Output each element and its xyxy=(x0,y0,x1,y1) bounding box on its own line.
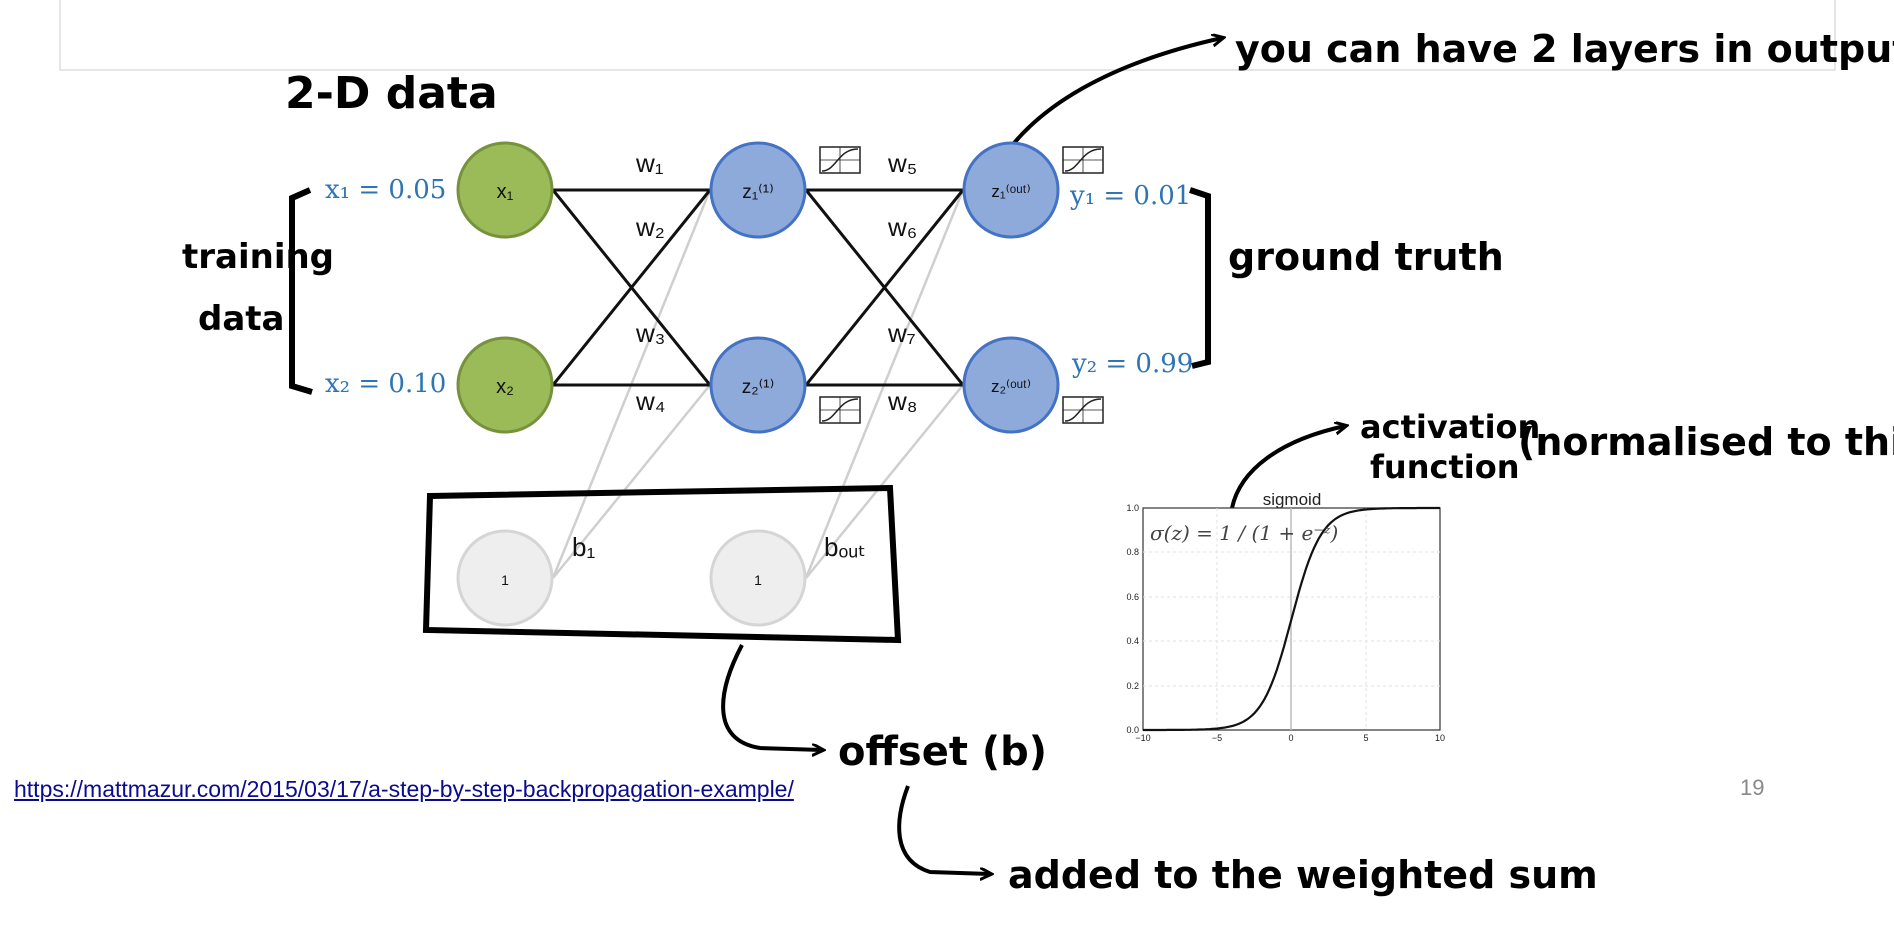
node-o1-label: z₁⁽ᵒᵘᵗ⁾ xyxy=(991,182,1030,201)
annotation-training-line1: training xyxy=(182,237,334,277)
node-o2: z₂⁽ᵒᵘᵗ⁾ xyxy=(962,336,1060,434)
sigmoid-plot: sigmoid σ(z) = 1 / (1 + e⁻ᶻ) 0.0 0.2 0.4… xyxy=(1126,490,1445,743)
annotation-offset: offset (b) xyxy=(838,729,1047,775)
arrow-two-layers xyxy=(1008,38,1222,150)
bias-node-1: 1 xyxy=(456,529,554,627)
bias-label-bout: bₒᵤₜ xyxy=(824,532,866,562)
x-tick-0: −10 xyxy=(1135,733,1150,743)
annotation-activation-line1: activation xyxy=(1360,408,1540,446)
node-x1-label: x₁ xyxy=(497,181,514,203)
bias-box xyxy=(422,484,902,644)
annotation-activation-line2: function xyxy=(1370,448,1519,486)
weight-w1: w₁ xyxy=(635,148,664,178)
y-tick-0: 0.0 xyxy=(1126,725,1139,735)
x2-value: x₂ = 0.10 xyxy=(325,369,446,399)
bias-node-1-label: 1 xyxy=(501,572,509,588)
arrow-activation xyxy=(1230,426,1345,509)
y-tick-3: 0.6 xyxy=(1126,592,1139,602)
node-h1: z₁⁽¹⁾ xyxy=(709,141,807,239)
y1-value: y₁ = 0.01 xyxy=(1069,181,1191,211)
sigmoid-title: sigmoid xyxy=(1263,490,1322,509)
weight-w2: w₂ xyxy=(635,212,665,242)
bias-label-b1: b₁ xyxy=(572,532,595,562)
weight-edges xyxy=(551,188,965,387)
x-tick-3: 5 xyxy=(1363,733,1368,743)
sigmoid-curve xyxy=(1143,506,1440,732)
bias-node-2: 1 xyxy=(709,529,807,627)
top-content-box xyxy=(59,0,1836,71)
weight-w4: w₄ xyxy=(635,386,665,416)
y-tick-4: 0.8 xyxy=(1126,547,1139,557)
bias-node-2-label: 1 xyxy=(754,572,762,588)
annotation-two-layers: you can have 2 layers in output xyxy=(1235,27,1894,71)
annotation-ground-truth: ground truth xyxy=(1228,235,1504,279)
activation-icon-h1 xyxy=(819,146,861,174)
activation-icon-o2 xyxy=(1062,396,1104,424)
arrow-offset xyxy=(721,644,822,750)
bracket-ground-truth xyxy=(1189,187,1211,369)
node-x1: x₁ xyxy=(456,141,554,239)
y2-value: y₂ = 0.99 xyxy=(1071,349,1193,379)
y-tick-2: 0.4 xyxy=(1126,636,1139,646)
y-tick-1: 0.2 xyxy=(1126,681,1139,691)
x-tick-4: 10 xyxy=(1435,733,1445,743)
weight-w6: w₆ xyxy=(887,212,917,242)
page-number: 19 xyxy=(1740,775,1765,800)
x-tick-1: −5 xyxy=(1212,733,1222,743)
node-h2-label: z₂⁽¹⁾ xyxy=(742,377,775,398)
weight-w5: w₅ xyxy=(887,148,917,178)
source-link[interactable]: https://mattmazur.com/2015/03/17/a-step-… xyxy=(14,776,794,802)
y-tick-5: 1.0 xyxy=(1126,503,1139,513)
annotation-training-line2: data xyxy=(198,299,284,339)
sigmoid-formula: σ(z) = 1 / (1 + e⁻ᶻ) xyxy=(1150,521,1338,545)
x-tick-2: 0 xyxy=(1288,733,1293,743)
annotation-added: added to the weighted sum xyxy=(1008,853,1598,897)
node-o2-label: z₂⁽ᵒᵘᵗ⁾ xyxy=(991,377,1031,396)
node-h1-label: z₁⁽¹⁾ xyxy=(742,182,774,203)
bracket-training xyxy=(289,187,313,395)
x1-value: x₁ = 0.05 xyxy=(325,175,446,205)
annotation-normalized: (normalised to this) xyxy=(1518,420,1894,464)
activation-icon-o1 xyxy=(1062,146,1104,174)
weight-w8: w₈ xyxy=(887,386,918,416)
node-h2: z₂⁽¹⁾ xyxy=(709,336,807,434)
activation-icon-h2 xyxy=(819,396,861,424)
weight-w7: w₇ xyxy=(887,318,916,348)
node-o1: z₁⁽ᵒᵘᵗ⁾ xyxy=(962,141,1060,239)
arrow-added xyxy=(897,785,990,874)
annotation-2d-data: 2-D data xyxy=(285,68,498,119)
weight-w3: w₃ xyxy=(635,318,665,348)
node-x2-label: x₂ xyxy=(496,376,514,398)
node-x2: x₂ xyxy=(456,336,554,434)
